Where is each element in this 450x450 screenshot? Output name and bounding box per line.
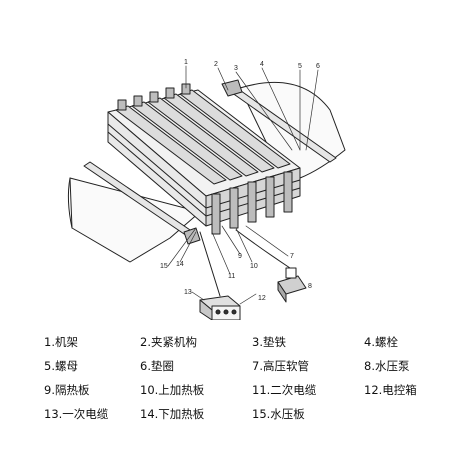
callout-1: 1	[184, 59, 188, 66]
callout-15: 15	[160, 263, 168, 270]
legend-item-1: 1.机架	[44, 335, 78, 349]
callout-3: 3	[234, 65, 238, 72]
callout-10: 10	[250, 263, 258, 270]
callout-4: 4	[260, 61, 264, 68]
callout-9: 9	[238, 253, 242, 260]
callout-12: 12	[258, 295, 266, 302]
hose	[235, 229, 291, 269]
legend-item-11: 11.二次电缆	[252, 383, 317, 397]
vulcanizer-diagram: 1 2 3 4 5 6 7 8 9 10 11 12 13 14 15	[67, 59, 346, 320]
callout-13: 13	[184, 289, 192, 296]
legend-item-15: 15.水压板	[252, 407, 305, 421]
electric-control-box	[199, 295, 241, 320]
front-bolts	[211, 171, 293, 235]
top-bolts	[117, 83, 191, 111]
legend-item-8: 8.水压泵	[364, 359, 410, 373]
legend-item-5: 5.螺母	[44, 359, 78, 373]
legend-item-7: 7.高压软管	[252, 359, 309, 373]
legend-item-6: 6.垫圈	[140, 359, 174, 373]
legend-item-4: 4.螺栓	[364, 335, 398, 349]
legend-item-13: 13.一次电缆	[44, 407, 109, 421]
conveyor-belt-edge	[67, 177, 73, 229]
legend-item-3: 3.垫铁	[252, 335, 286, 349]
leader-lines	[167, 65, 319, 305]
callout-6: 6	[316, 63, 320, 70]
conveyor-belt	[69, 177, 201, 263]
callout-11: 11	[228, 273, 235, 280]
legend-item-12: 12.电控箱	[364, 383, 417, 397]
callout-7: 7	[290, 253, 294, 260]
callout-14: 14	[176, 261, 184, 268]
callout-8: 8	[308, 283, 312, 290]
water-pump	[277, 267, 307, 303]
legend-item-2: 2.夹紧机构	[140, 335, 197, 349]
cable	[199, 231, 221, 297]
callout-5: 5	[298, 63, 302, 70]
legend-item-10: 10.上加热板	[140, 383, 205, 397]
parts-legend: 1.机架 2.夹紧机构 3.垫铁 4.螺栓 5.螺母 6.垫圈 7.高压软管 8…	[0, 326, 450, 446]
callout-2: 2	[214, 61, 218, 68]
legend-item-14: 14.下加热板	[140, 407, 205, 421]
legend-item-9: 9.隔热板	[44, 383, 90, 397]
